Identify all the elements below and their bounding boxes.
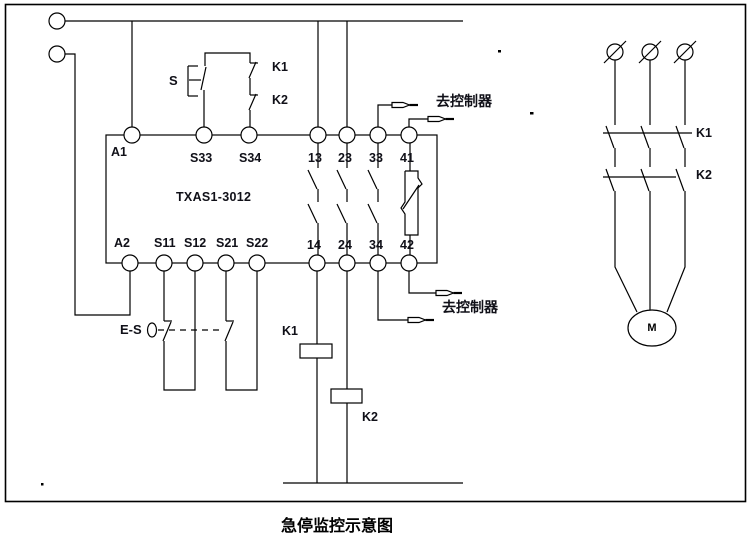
terminal-24 — [338, 254, 356, 272]
estop-actuator-icon — [146, 322, 158, 338]
label-42: 42 — [400, 238, 414, 252]
connector-arrow-icon — [406, 316, 436, 324]
terminal-33 — [369, 126, 387, 144]
label-23: 23 — [338, 151, 352, 165]
label-s12: S12 — [184, 236, 207, 250]
terminal-s34 — [240, 126, 258, 144]
terminal-34 — [369, 254, 387, 272]
terminal-supply-1 — [48, 12, 66, 30]
label-s34: S34 — [239, 151, 262, 165]
terminal-23 — [338, 126, 356, 144]
terminal-supply-2 — [48, 45, 66, 63]
relay-model-label: TXAS1-3012 — [176, 190, 252, 204]
k1-main-contact-symbol — [603, 125, 692, 149]
terminal-13 — [309, 126, 327, 144]
k1-coil-label: K1 — [282, 324, 298, 338]
label-s21: S21 — [216, 236, 239, 250]
k1-main-label: K1 — [696, 126, 712, 140]
label-41: 41 — [400, 151, 414, 165]
motor-symbol — [627, 309, 677, 347]
terminal-s12 — [186, 254, 204, 272]
label-13: 13 — [308, 151, 322, 165]
terminal-a1 — [123, 126, 141, 144]
estop-label: E-S — [120, 322, 142, 337]
terminal-s11 — [155, 254, 173, 272]
label-s11: S11 — [154, 236, 176, 250]
estop-contact-1 — [162, 263, 196, 391]
estop-contact-2 — [224, 263, 258, 391]
drawing-frame — [4, 3, 747, 503]
terminal-s21 — [217, 254, 235, 272]
connector-arrow-icon — [390, 101, 420, 109]
terminal-41 — [400, 126, 418, 144]
k2-main-contact-symbol — [603, 168, 685, 192]
control-wiring — [57, 20, 463, 484]
k1-coil-symbol — [299, 343, 333, 359]
label-34: 34 — [369, 238, 383, 252]
label-33: 33 — [369, 151, 383, 165]
label-a2: A2 — [114, 236, 130, 250]
terminal-a2 — [121, 254, 139, 272]
terminal-s33 — [195, 126, 213, 144]
k2-main-label: K2 — [696, 168, 712, 182]
drawing-title: 急停监控示意图 — [280, 518, 393, 535]
start-button-actuator — [187, 65, 201, 97]
label-14: 14 — [307, 238, 321, 252]
start-button-label: S — [169, 73, 178, 88]
relay-box — [105, 134, 438, 264]
contact-23-24 — [336, 135, 348, 263]
stray-marks — [41, 50, 534, 486]
k1-aux-label: K1 — [272, 60, 288, 74]
label-s33: S33 — [190, 151, 213, 165]
label-s22: S22 — [246, 236, 269, 250]
label-24: 24 — [338, 238, 352, 252]
to-controller-label-top: 去控制器 — [436, 93, 492, 109]
connector-arrow-icon — [434, 289, 464, 297]
k2-coil-label: K2 — [362, 410, 378, 424]
connector-arrow-icon — [426, 115, 456, 123]
k1-nc-contact-symbol — [248, 61, 258, 95]
phase-connector-icons — [603, 40, 697, 64]
terminal-14 — [308, 254, 326, 272]
k2-aux-label: K2 — [272, 93, 288, 107]
k2-coil-symbol — [330, 388, 363, 404]
terminal-s22 — [248, 254, 266, 272]
terminals — [48, 12, 418, 272]
power-wiring — [603, 40, 697, 347]
terminal-42 — [400, 254, 418, 272]
label-a1: A1 — [111, 145, 127, 159]
motor-label: M — [647, 322, 657, 334]
to-controller-label-bottom: 去控制器 — [442, 299, 498, 315]
